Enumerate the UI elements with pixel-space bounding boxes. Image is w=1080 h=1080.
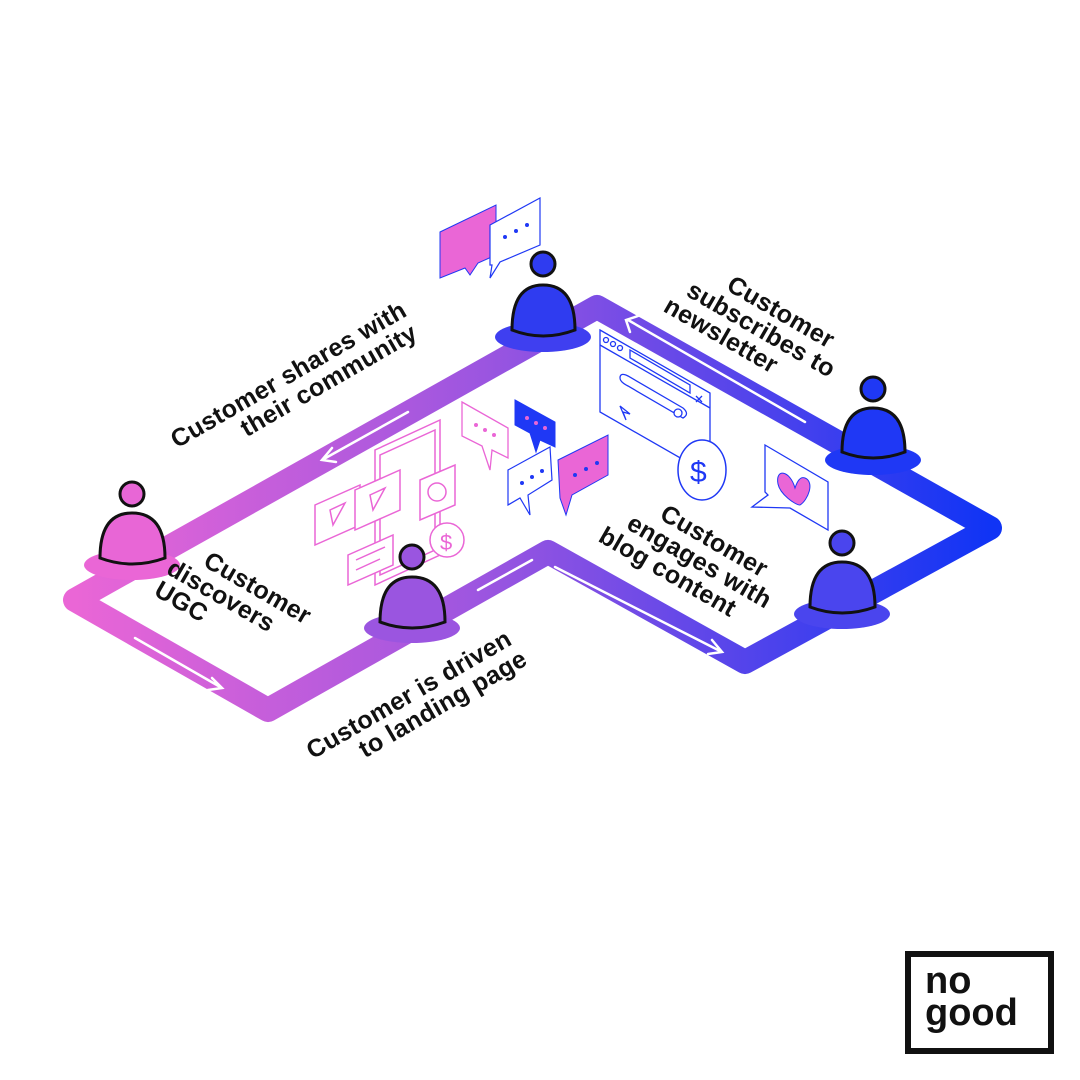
dollar-coin-icon: $ — [677, 439, 727, 501]
svg-text:$: $ — [440, 530, 452, 555]
chat-bubble-icon — [439, 196, 609, 517]
person-icon — [495, 250, 591, 352]
heart-bubble-icon — [750, 443, 829, 532]
arrow-icon — [133, 636, 225, 692]
person-icon — [364, 543, 460, 643]
logo-line-1: no — [925, 960, 972, 1002]
arrow-icon — [476, 558, 725, 656]
video-card-icon: $ — [314, 463, 465, 587]
person-icon — [84, 480, 180, 580]
nogood-logo: no good — [905, 951, 1054, 1054]
browser-window-icon — [599, 328, 711, 477]
arrow-icon — [624, 314, 807, 424]
person-icon — [794, 529, 890, 629]
person-icon — [825, 375, 921, 475]
logo-line-2: good — [925, 992, 1018, 1034]
svg-text:$: $ — [690, 456, 707, 489]
journey-loop-path — [63, 295, 1002, 722]
arrow-icon — [319, 410, 410, 464]
